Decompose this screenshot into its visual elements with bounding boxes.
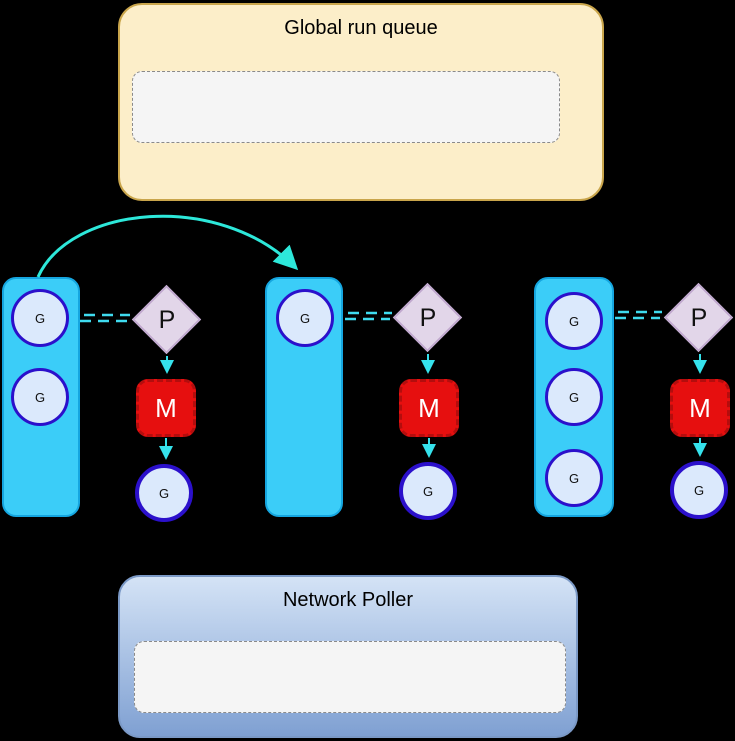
processor-label: P bbox=[419, 303, 437, 332]
global-run-queue-slot bbox=[132, 71, 560, 143]
global-run-queue-panel: Global run queue bbox=[118, 3, 604, 201]
processor-diamond-2: P bbox=[392, 282, 463, 353]
goroutine-circle: G bbox=[545, 449, 603, 507]
goroutine-circle: G bbox=[11, 368, 69, 426]
processor-diamond-1: P bbox=[131, 284, 202, 355]
network-poller-slot bbox=[134, 641, 566, 713]
machine-box-1: M bbox=[136, 379, 196, 437]
steal-arrow bbox=[36, 214, 299, 278]
network-poller-panel: Network Poller bbox=[118, 575, 578, 738]
goroutine-circle: G bbox=[276, 289, 334, 347]
goroutine-circle: G bbox=[545, 368, 603, 426]
machine-box-3: M bbox=[670, 379, 730, 437]
processor-diamond-3: P bbox=[663, 282, 734, 353]
goroutine-circle: G bbox=[545, 292, 603, 350]
machine-box-2: M bbox=[399, 379, 459, 437]
running-goroutine-circle: G bbox=[399, 462, 457, 520]
processor-label: P bbox=[158, 305, 176, 334]
processor-label: P bbox=[690, 303, 708, 332]
network-poller-title: Network Poller bbox=[282, 589, 414, 611]
running-goroutine-circle: G bbox=[670, 461, 728, 519]
global-run-queue-title: Global run queue bbox=[284, 17, 438, 39]
running-goroutine-circle: G bbox=[135, 464, 193, 522]
goroutine-circle: G bbox=[11, 289, 69, 347]
